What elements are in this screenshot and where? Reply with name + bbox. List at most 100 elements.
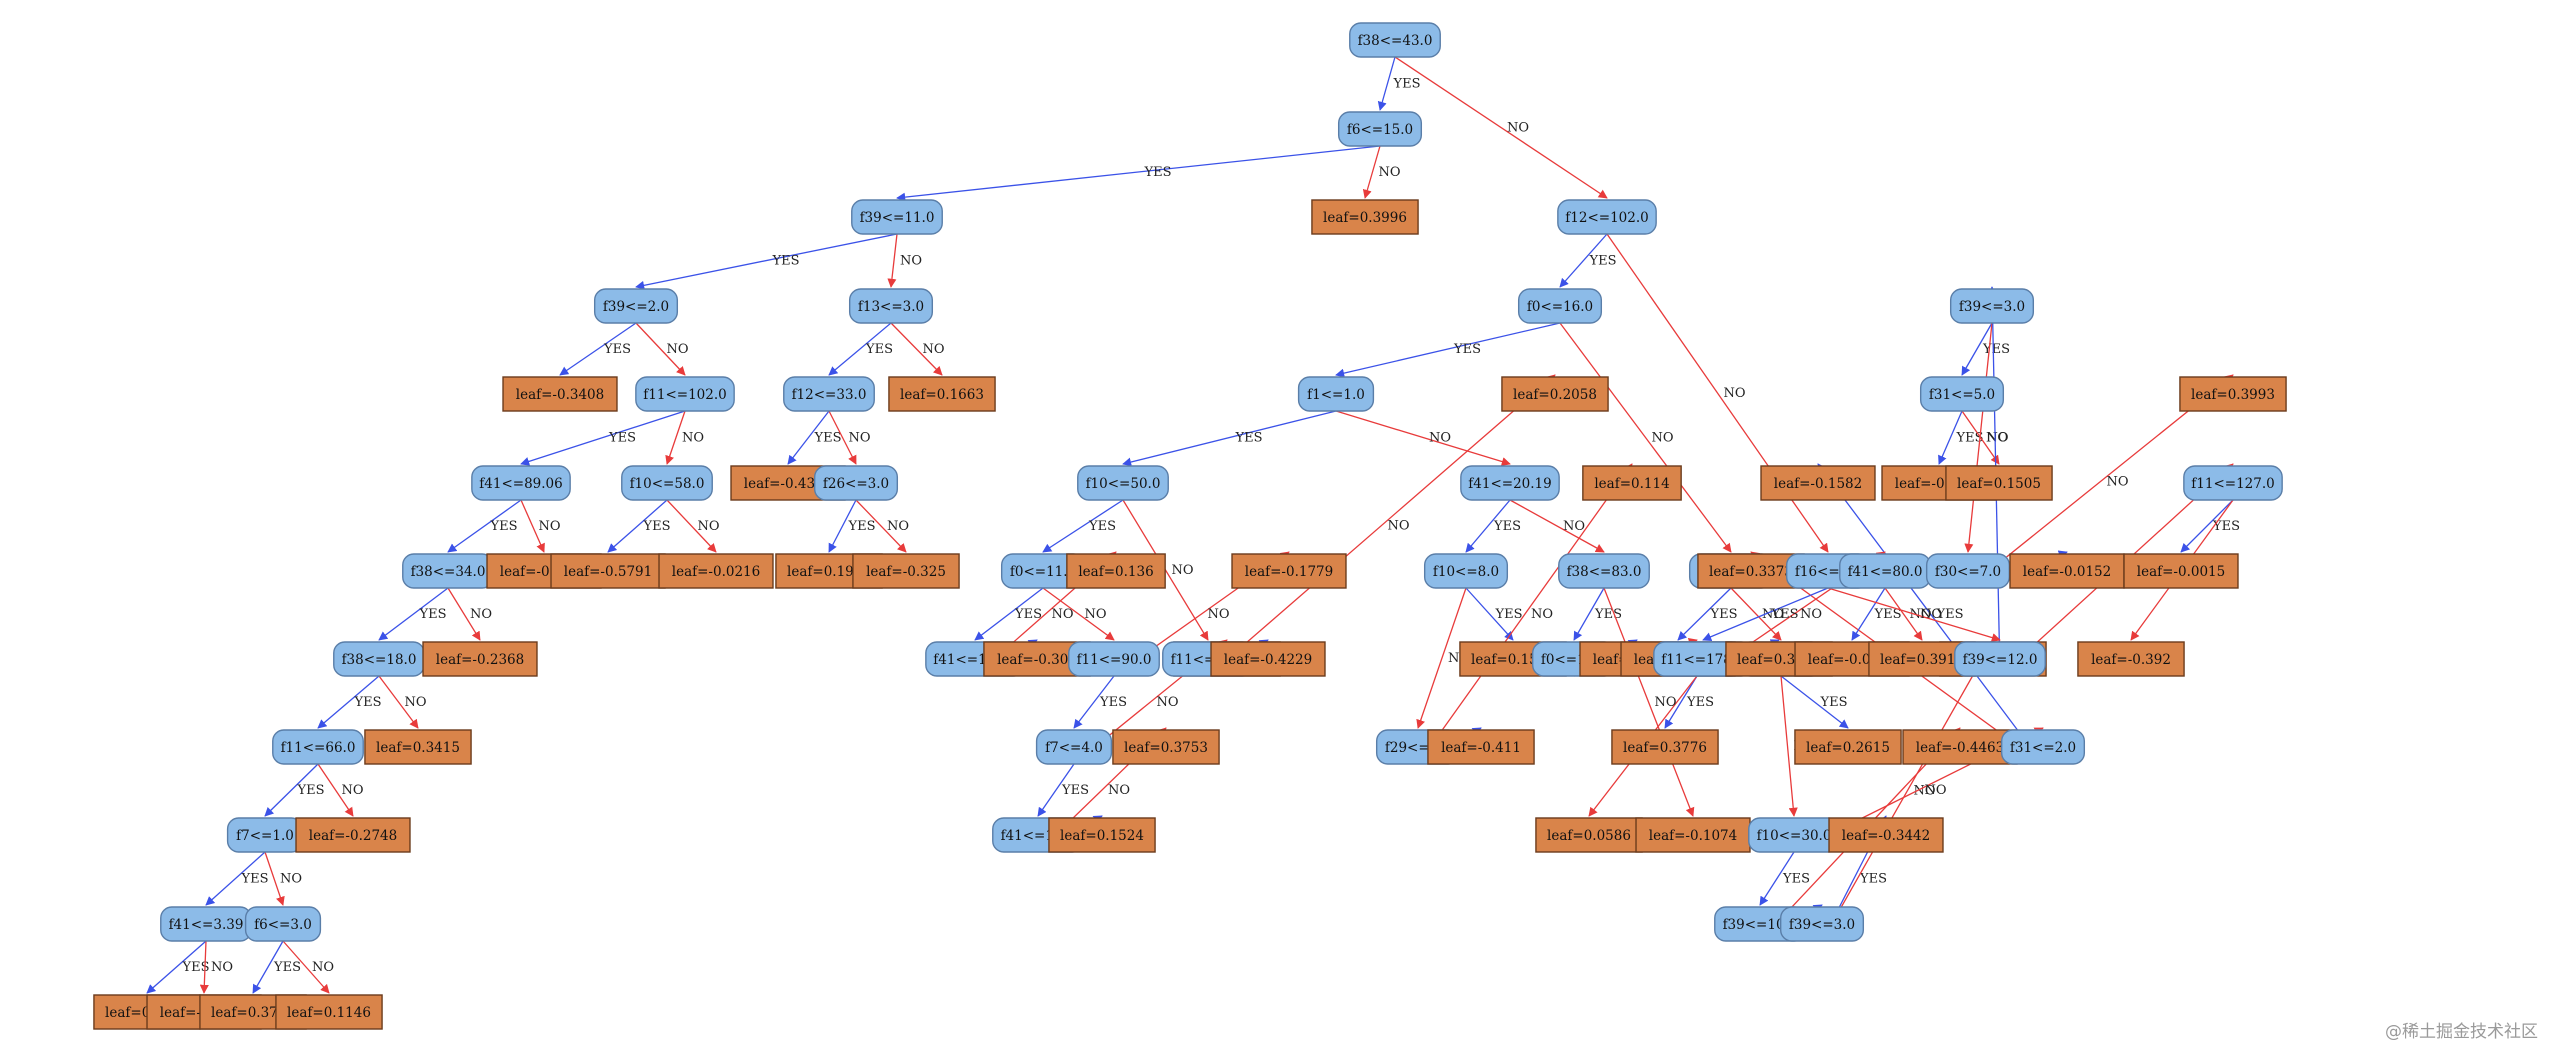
split-node: f38<=83.0 (1558, 553, 1650, 589)
leaf-node: leaf=0.1146 (275, 994, 383, 1030)
leaf-value: leaf=0.0586 (1547, 828, 1631, 844)
split-box (1558, 553, 1650, 589)
split-box (848, 288, 934, 324)
leaf-node: leaf=0.1524 (1048, 817, 1156, 853)
leaf-box (2179, 376, 2287, 412)
split-node: f38<=43.0 (1349, 22, 1441, 58)
yes-edge-label: YES (1495, 607, 1523, 622)
leaf-node: leaf=-0.1582 (1760, 465, 1876, 501)
leaf-value: leaf=-0.0152 (2023, 564, 2111, 580)
no-edge (665, 410, 686, 465)
split-box (1349, 22, 1441, 58)
yes-edge-label: YES (1061, 783, 1089, 798)
leaf-node: leaf=-0.3408 (502, 376, 618, 412)
split-condition: f0<=16.0 (1527, 299, 1593, 315)
split-node: f26<=3.0 (813, 465, 899, 501)
split-box (621, 465, 713, 501)
no-edge (264, 851, 285, 906)
split-box (813, 465, 899, 501)
leaf-node: leaf=0.3996 (1311, 199, 1419, 235)
yes-edge-label: YES (865, 342, 893, 357)
split-condition: f6<=3.0 (254, 917, 312, 933)
split-box (1557, 199, 1657, 235)
split-condition: f39<=3.0 (1959, 299, 2025, 315)
split-condition: f39<=12.0 (1963, 652, 2038, 668)
split-node: f12<=102.0 (1557, 199, 1657, 235)
split-box (1779, 906, 1865, 942)
leaf-value: leaf=-0.4463 (1916, 740, 2004, 756)
yes-edge (974, 587, 1044, 641)
split-node: f6<=3.0 (244, 906, 322, 942)
leaf-node: leaf=-0.0216 (658, 553, 774, 589)
yes-edge (447, 499, 522, 553)
no-edge-label: NO (1652, 431, 1674, 446)
yes-edge-label: YES (1982, 342, 2010, 357)
split-box (1949, 288, 2035, 324)
leaf-box (550, 553, 666, 589)
no-edge (317, 763, 354, 817)
yes-edge (1335, 322, 1561, 378)
leaf-box (1501, 376, 1609, 412)
no-edge-label: NO (667, 342, 689, 357)
yes-edge-label: YES (182, 960, 210, 975)
split-box (1297, 376, 1375, 412)
split-condition: f39<=10.0 (1723, 917, 1798, 933)
yes-edge-label: YES (1710, 607, 1738, 622)
leaf-value: leaf=-0.5791 (564, 564, 652, 580)
split-box (244, 906, 322, 942)
no-edge-label: NO (900, 254, 922, 269)
yes-edge (607, 499, 668, 553)
yes-edge-label: YES (1589, 254, 1617, 269)
leaf-node: leaf=-0.5791 (550, 553, 666, 589)
no-edge-label: NO (1655, 695, 1677, 710)
yes-edge (896, 145, 1381, 202)
leaf-value: leaf=0.3784 (211, 1005, 295, 1021)
yes-edge (317, 675, 380, 729)
split-condition: f39<=11.0 (860, 210, 935, 226)
leaf-box (1582, 465, 1682, 501)
leaf-box (2009, 553, 2125, 589)
split-condition: f10<=8.0 (1433, 564, 1499, 580)
leaf-node: leaf=0.3993 (2179, 376, 2287, 412)
leaf-node: leaf=-0.2748 (295, 817, 411, 853)
split-node: f11<=102.0 (635, 376, 735, 412)
no-edge-label: NO (2107, 475, 2129, 490)
no-edge-label: NO (539, 519, 561, 534)
leaf-value: leaf=0.3996 (1323, 210, 1407, 226)
yes-edge (1559, 233, 1608, 288)
yes-edge (1938, 410, 1963, 465)
leaf-box (658, 553, 774, 589)
no-edge-label: NO (1172, 563, 1194, 578)
no-edge-label: NO (405, 695, 427, 710)
split-node: f41<=89.06 (471, 465, 571, 501)
yes-edge (1702, 587, 1829, 642)
leaf-value: leaf=0.2615 (1806, 740, 1890, 756)
split-node: f38<=18.0 (333, 641, 425, 677)
leaf-box (1828, 817, 1944, 853)
split-condition: f38<=83.0 (1567, 564, 1642, 580)
leaf-value: leaf=0.1524 (1060, 828, 1144, 844)
leaf-box (1902, 729, 2018, 765)
split-condition: f38<=34.0 (411, 564, 486, 580)
no-edge (1884, 587, 1923, 641)
no-edge (1780, 675, 1798, 817)
split-node: f31<=2.0 (2000, 729, 2086, 765)
yes-edge-label: YES (1782, 872, 1810, 887)
leaf-node: leaf=0.136 (1066, 553, 1166, 589)
leaf-box (1760, 465, 1876, 501)
yes-edge-label: YES (1956, 431, 1984, 446)
split-node: f39<=3.0 (1949, 288, 2035, 324)
split-condition: f31<=2.0 (2010, 740, 2076, 756)
leaf-value: leaf=0.1663 (900, 387, 984, 403)
split-node: f41<=3.39 (160, 906, 252, 942)
yes-edge-label: YES (608, 431, 636, 446)
no-edge-label: NO (342, 783, 364, 798)
split-node: f10<=30.0 (1748, 817, 1840, 853)
yes-edge (1465, 587, 1514, 641)
leaf-box (1427, 729, 1535, 765)
no-edge (1042, 587, 1115, 641)
yes-edge-label: YES (1393, 77, 1421, 92)
split-condition: f12<=102.0 (1565, 210, 1648, 226)
no-edge-label: NO (211, 960, 233, 975)
